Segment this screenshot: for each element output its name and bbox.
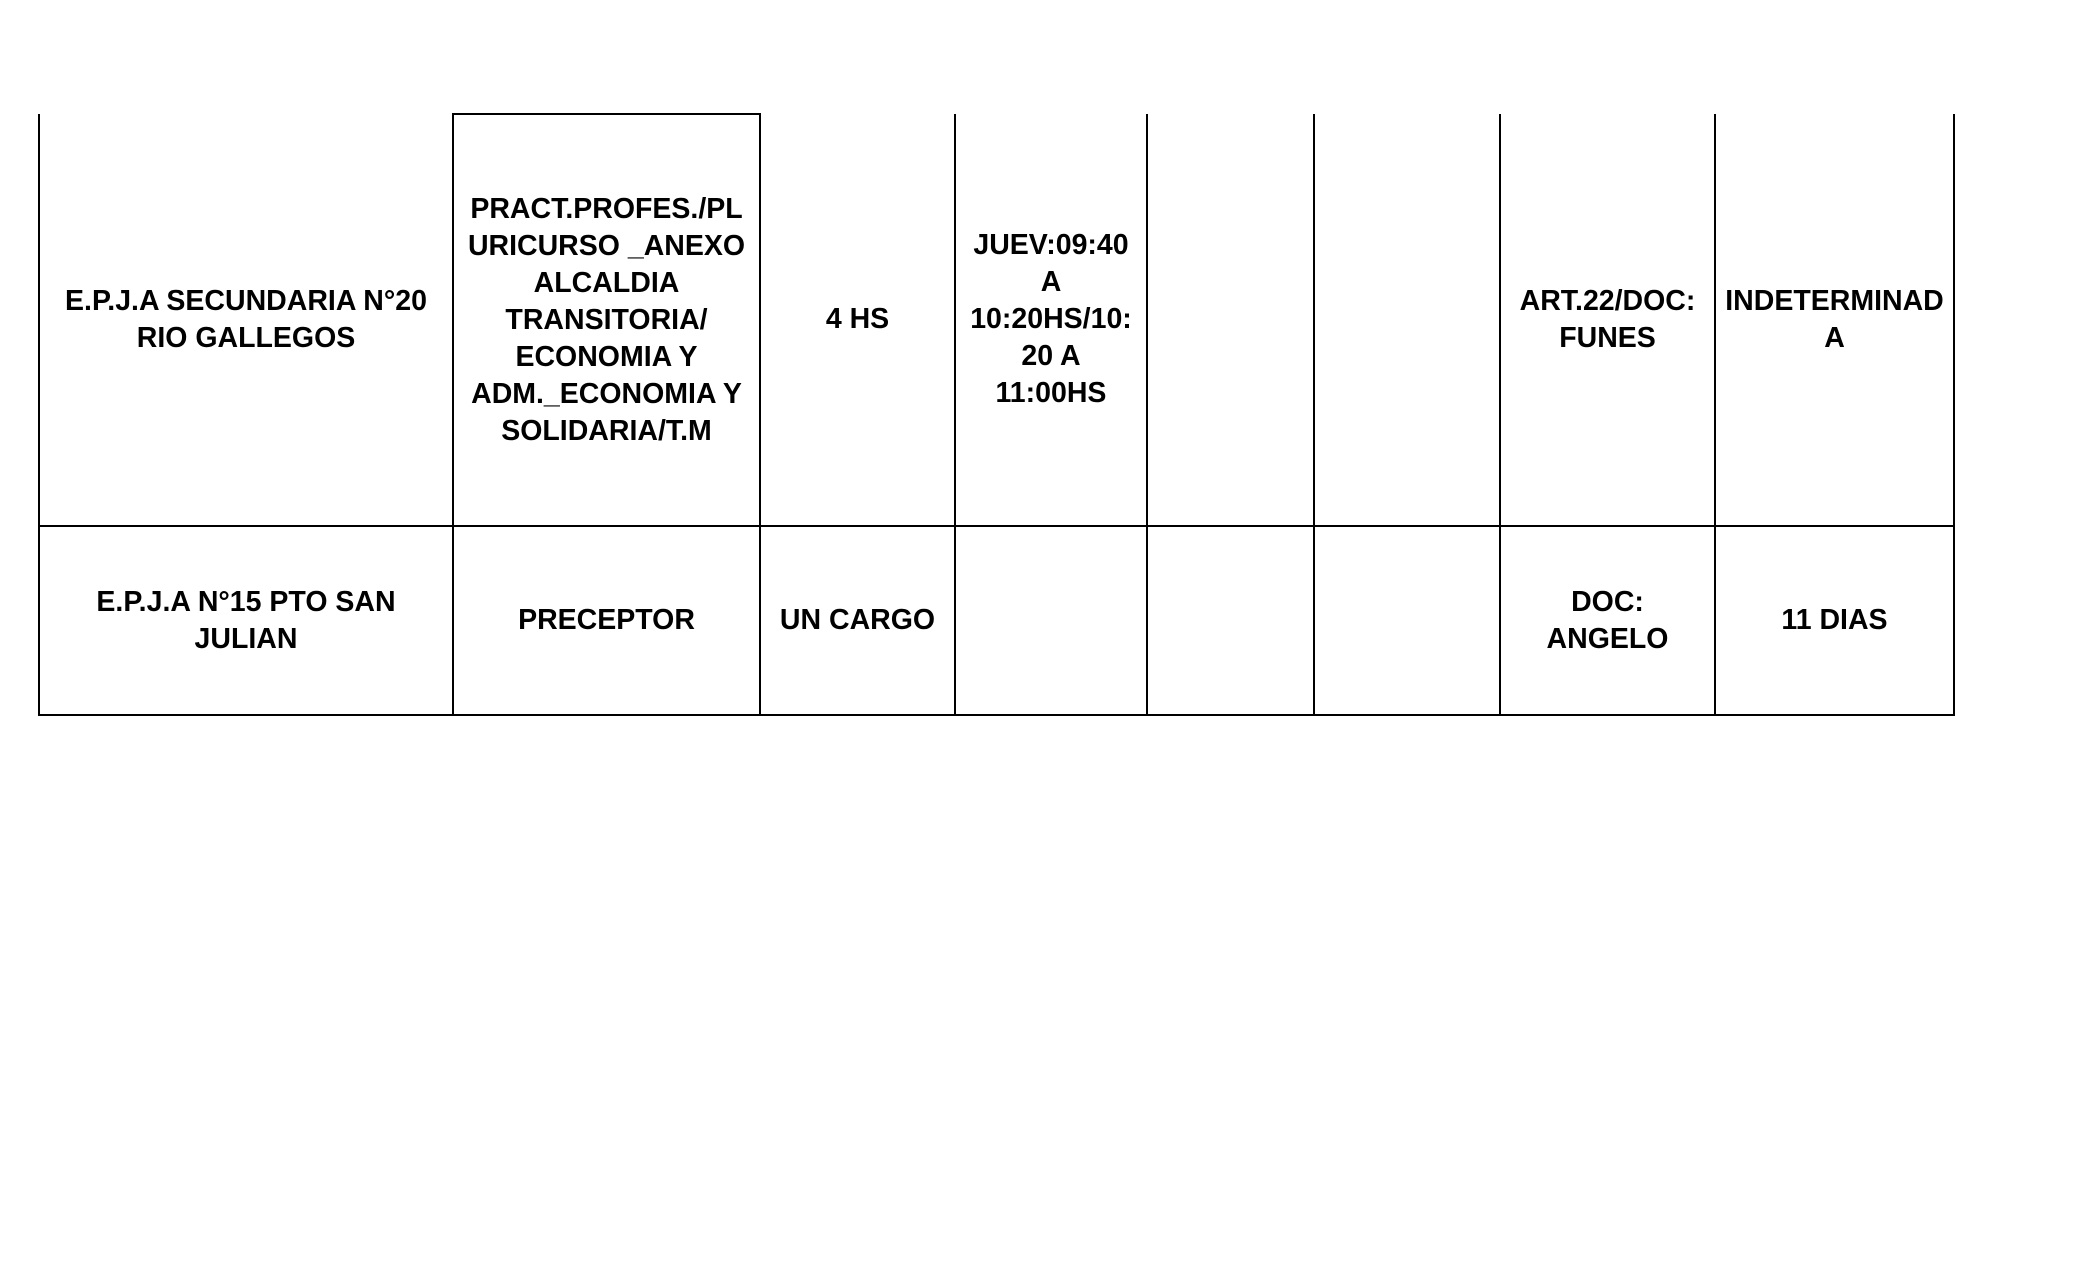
cell-article: ART.22/DOC: FUNES bbox=[1499, 114, 1716, 527]
cell-empty bbox=[1146, 114, 1315, 527]
cell-position: PRACT.PROFES./PL URICURSO _ANEXO ALCALDI… bbox=[452, 113, 761, 527]
cell-hours: UN CARGO bbox=[759, 525, 956, 716]
cell-empty bbox=[1313, 114, 1501, 527]
cell-school: E.P.J.A N°15 PTO SAN JULIAN bbox=[38, 525, 454, 716]
cell-schedule: JUEV:09:40 A 10:20HS/10: 20 A 11:00HS bbox=[954, 114, 1148, 527]
cell-duration: 11 DIAS bbox=[1714, 525, 1955, 716]
cell-hours: 4 HS bbox=[759, 114, 956, 527]
table-row: E.P.J.A N°15 PTO SAN JULIAN PRECEPTOR UN… bbox=[38, 525, 1955, 716]
table-row: E.P.J.A SECUNDARIA N°20 RIO GALLEGOS PRA… bbox=[38, 113, 1955, 527]
cell-schedule bbox=[954, 525, 1148, 716]
cell-duration: INDETERMINAD A bbox=[1714, 114, 1955, 527]
cell-school: E.P.J.A SECUNDARIA N°20 RIO GALLEGOS bbox=[38, 114, 454, 527]
vacancy-table: E.P.J.A SECUNDARIA N°20 RIO GALLEGOS PRA… bbox=[38, 113, 1955, 716]
cell-empty bbox=[1313, 525, 1501, 716]
cell-article: DOC: ANGELO bbox=[1499, 525, 1716, 716]
cell-empty bbox=[1146, 525, 1315, 716]
cell-position: PRECEPTOR bbox=[452, 525, 761, 716]
